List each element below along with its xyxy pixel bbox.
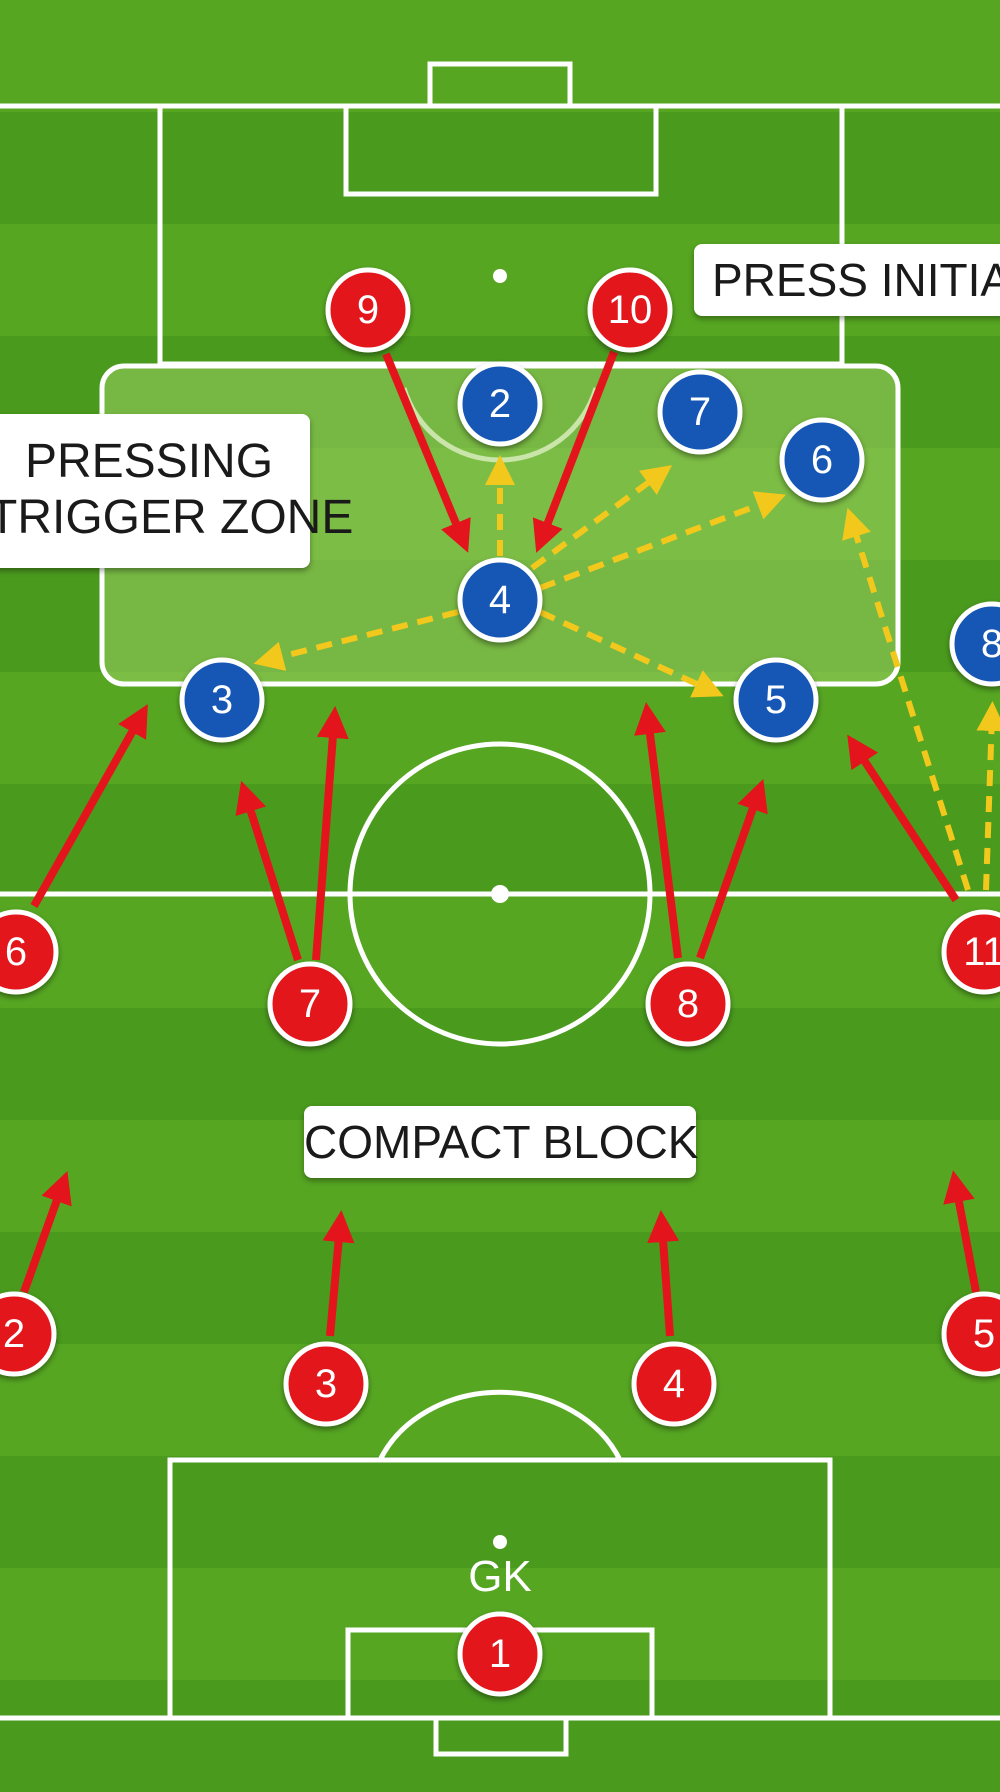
home-player-2[interactable]: 2	[0, 1291, 57, 1377]
away-team: 2 7 6 4 3 5 8	[179, 361, 1000, 743]
bottom-penalty-arc	[377, 1389, 623, 1462]
top-penalty-spot	[493, 269, 507, 283]
home-player-6[interactable]: 6	[0, 909, 59, 995]
away-player-7-number: 7	[689, 390, 711, 434]
home-goalkeeper[interactable]: 1	[457, 1611, 543, 1697]
home-player-10-number: 10	[608, 288, 653, 332]
home-player-11-number: 11	[963, 930, 1000, 974]
away-player-8-number: 8	[981, 622, 1000, 666]
press-arrow-8-left	[634, 702, 682, 959]
press-arrow-11	[847, 734, 960, 903]
away-player-7[interactable]: 7	[657, 369, 743, 455]
press-arrow-9	[382, 352, 471, 553]
home-player-8[interactable]: 8	[645, 961, 731, 1047]
away-player-2-number: 2	[489, 382, 511, 426]
compact-block-label: COMPACT BLOCK	[304, 1106, 698, 1178]
away-player-4-number: 4	[489, 578, 511, 622]
away-player-4[interactable]: 4	[457, 557, 543, 643]
bottom-penalty-spot	[493, 1535, 507, 1549]
press-arrow-4	[647, 1210, 680, 1337]
passing-lanes	[253, 455, 1000, 891]
press-arrow-7-right	[312, 706, 349, 961]
home-player-9-number: 9	[357, 288, 379, 332]
away-player-3-number: 3	[211, 678, 233, 722]
home-player-8-number: 8	[677, 982, 699, 1026]
press-arrow-8-right	[696, 778, 768, 960]
trigger-zone-label-line1: PRESSING	[24, 435, 274, 488]
away-player-5[interactable]: 5	[733, 657, 819, 743]
pressing-trigger-zone-label: PRESSING TRIGGER ZONE	[0, 414, 354, 568]
home-team: 9 10 6 7 8 11 2 3	[0, 267, 1000, 1697]
press-initiation-label: PRESS INITIAT	[694, 244, 1000, 316]
center-circle	[347, 741, 653, 1047]
home-player-9[interactable]: 9	[325, 267, 411, 353]
away-player-8[interactable]: 8	[949, 601, 1000, 687]
trigger-zone-label-line2: TRIGGER ZONE	[0, 491, 354, 544]
press-arrow-6	[30, 704, 148, 908]
home-player-3-number: 3	[315, 1362, 337, 1406]
home-player-3[interactable]: 3	[283, 1341, 369, 1427]
home-player-4[interactable]: 4	[631, 1341, 717, 1427]
away-player-6[interactable]: 6	[779, 417, 865, 503]
home-player-6-number: 6	[5, 930, 27, 974]
press-arrow-3	[322, 1210, 355, 1337]
home-player-4-number: 4	[663, 1362, 685, 1406]
away-player-6-number: 6	[811, 438, 833, 482]
pass-arrow-4-to-3	[253, 609, 459, 671]
press-arrows	[20, 350, 980, 1337]
top-six-yard-box	[343, 103, 659, 197]
home-player-11[interactable]: 11	[941, 909, 1000, 995]
home-player-10[interactable]: 10	[587, 267, 673, 353]
home-goalkeeper-number: 1	[489, 1632, 511, 1676]
pass-arrow-11-to-8	[976, 701, 1000, 891]
goalkeeper-label: GK	[468, 1552, 532, 1601]
home-player-7[interactable]: 7	[267, 961, 353, 1047]
home-player-5-number: 5	[973, 1312, 995, 1356]
pass-arrow-4-to-6	[538, 491, 787, 591]
press-arrow-2	[20, 1170, 72, 1294]
press-arrow-7-left	[235, 780, 302, 962]
pass-arrow-4-to-5	[538, 609, 724, 698]
bottom-goal	[433, 1715, 569, 1757]
press-arrow-10	[532, 350, 618, 553]
pass-arrow-11-to-6	[842, 507, 971, 891]
center-spot	[491, 885, 509, 903]
home-player-5[interactable]: 5	[941, 1291, 1000, 1377]
away-player-3[interactable]: 3	[179, 657, 265, 743]
press-arrow-5	[943, 1170, 980, 1293]
away-player-5-number: 5	[765, 678, 787, 722]
home-player-2-number: 2	[3, 1312, 25, 1356]
home-player-7-number: 7	[299, 982, 321, 1026]
away-player-2[interactable]: 2	[457, 361, 543, 447]
